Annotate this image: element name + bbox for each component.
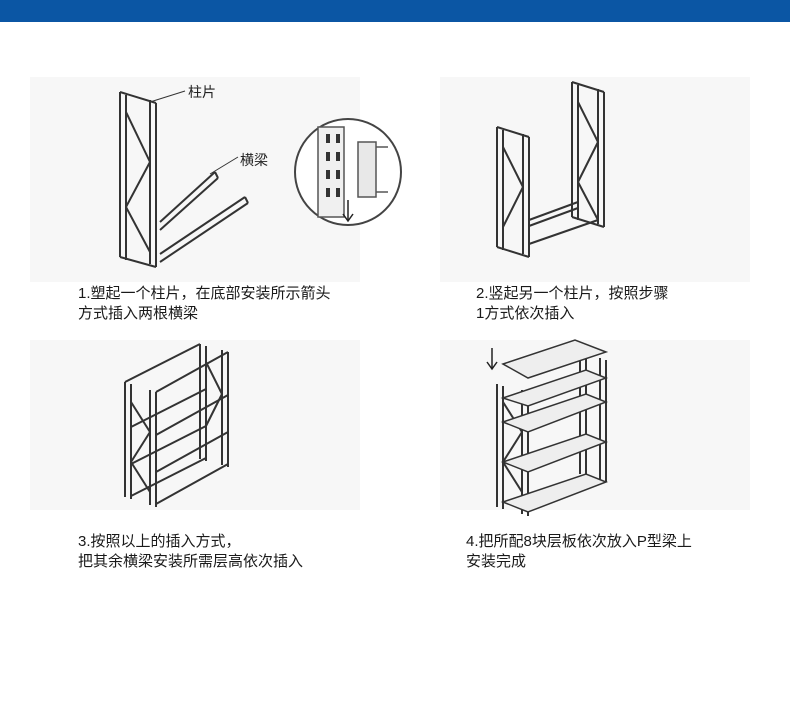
step1-beams — [159, 171, 249, 263]
step1-caption-line1: 1.塑起一个柱片，在底部安装所示箭头 — [78, 285, 331, 302]
step2-beams — [528, 201, 599, 245]
step2-back-frame — [571, 81, 605, 228]
step1-caption: 1.塑起一个柱片，在底部安装所示箭头 方式插入两根横梁 — [78, 284, 331, 324]
connector-detail — [294, 118, 402, 226]
step1-leader-lines — [149, 90, 239, 175]
step4-shelf-boards — [500, 339, 609, 513]
step3-rack-frame — [124, 343, 229, 507]
step2-caption: 2.竖起另一个柱片，按照步骤 1方式依次插入 — [476, 284, 669, 324]
step2-caption-line1: 2.竖起另一个柱片，按照步骤 — [476, 285, 669, 302]
step4-caption-line2: 安装完成 — [466, 553, 527, 570]
diagram-drawings — [30, 77, 750, 516]
step1-upright-frame — [119, 91, 157, 268]
step3-caption-line1: 3.按照以上的插入方式， — [78, 533, 241, 550]
step2-front-frame — [496, 126, 530, 258]
step3-caption-line2: 把其余横梁安装所需层高依次插入 — [78, 553, 304, 570]
step4-caption-line1: 4.把所配8块层板依次放入P型梁上 — [466, 533, 692, 550]
beam-label: 横梁 — [240, 152, 268, 168]
assembly-diagram: 柱片 横梁 1.塑起一个柱片，在底部安装所示箭头 方式插入两根横梁 2.竖起另一… — [0, 22, 790, 707]
header-bar — [0, 0, 790, 22]
step4-down-arrow — [486, 348, 498, 371]
step2-panel — [440, 77, 750, 282]
step4-rack-frame — [496, 352, 607, 516]
step3-caption: 3.按照以上的插入方式， 把其余横梁安装所需层高依次插入 — [78, 532, 303, 572]
step2-caption-line2: 1方式依次插入 — [476, 305, 575, 322]
column-label: 柱片 — [188, 84, 216, 100]
step1-caption-line2: 方式插入两根横梁 — [78, 305, 199, 322]
step3-panel — [30, 340, 360, 510]
step4-caption: 4.把所配8块层板依次放入P型梁上 安装完成 — [466, 532, 692, 572]
